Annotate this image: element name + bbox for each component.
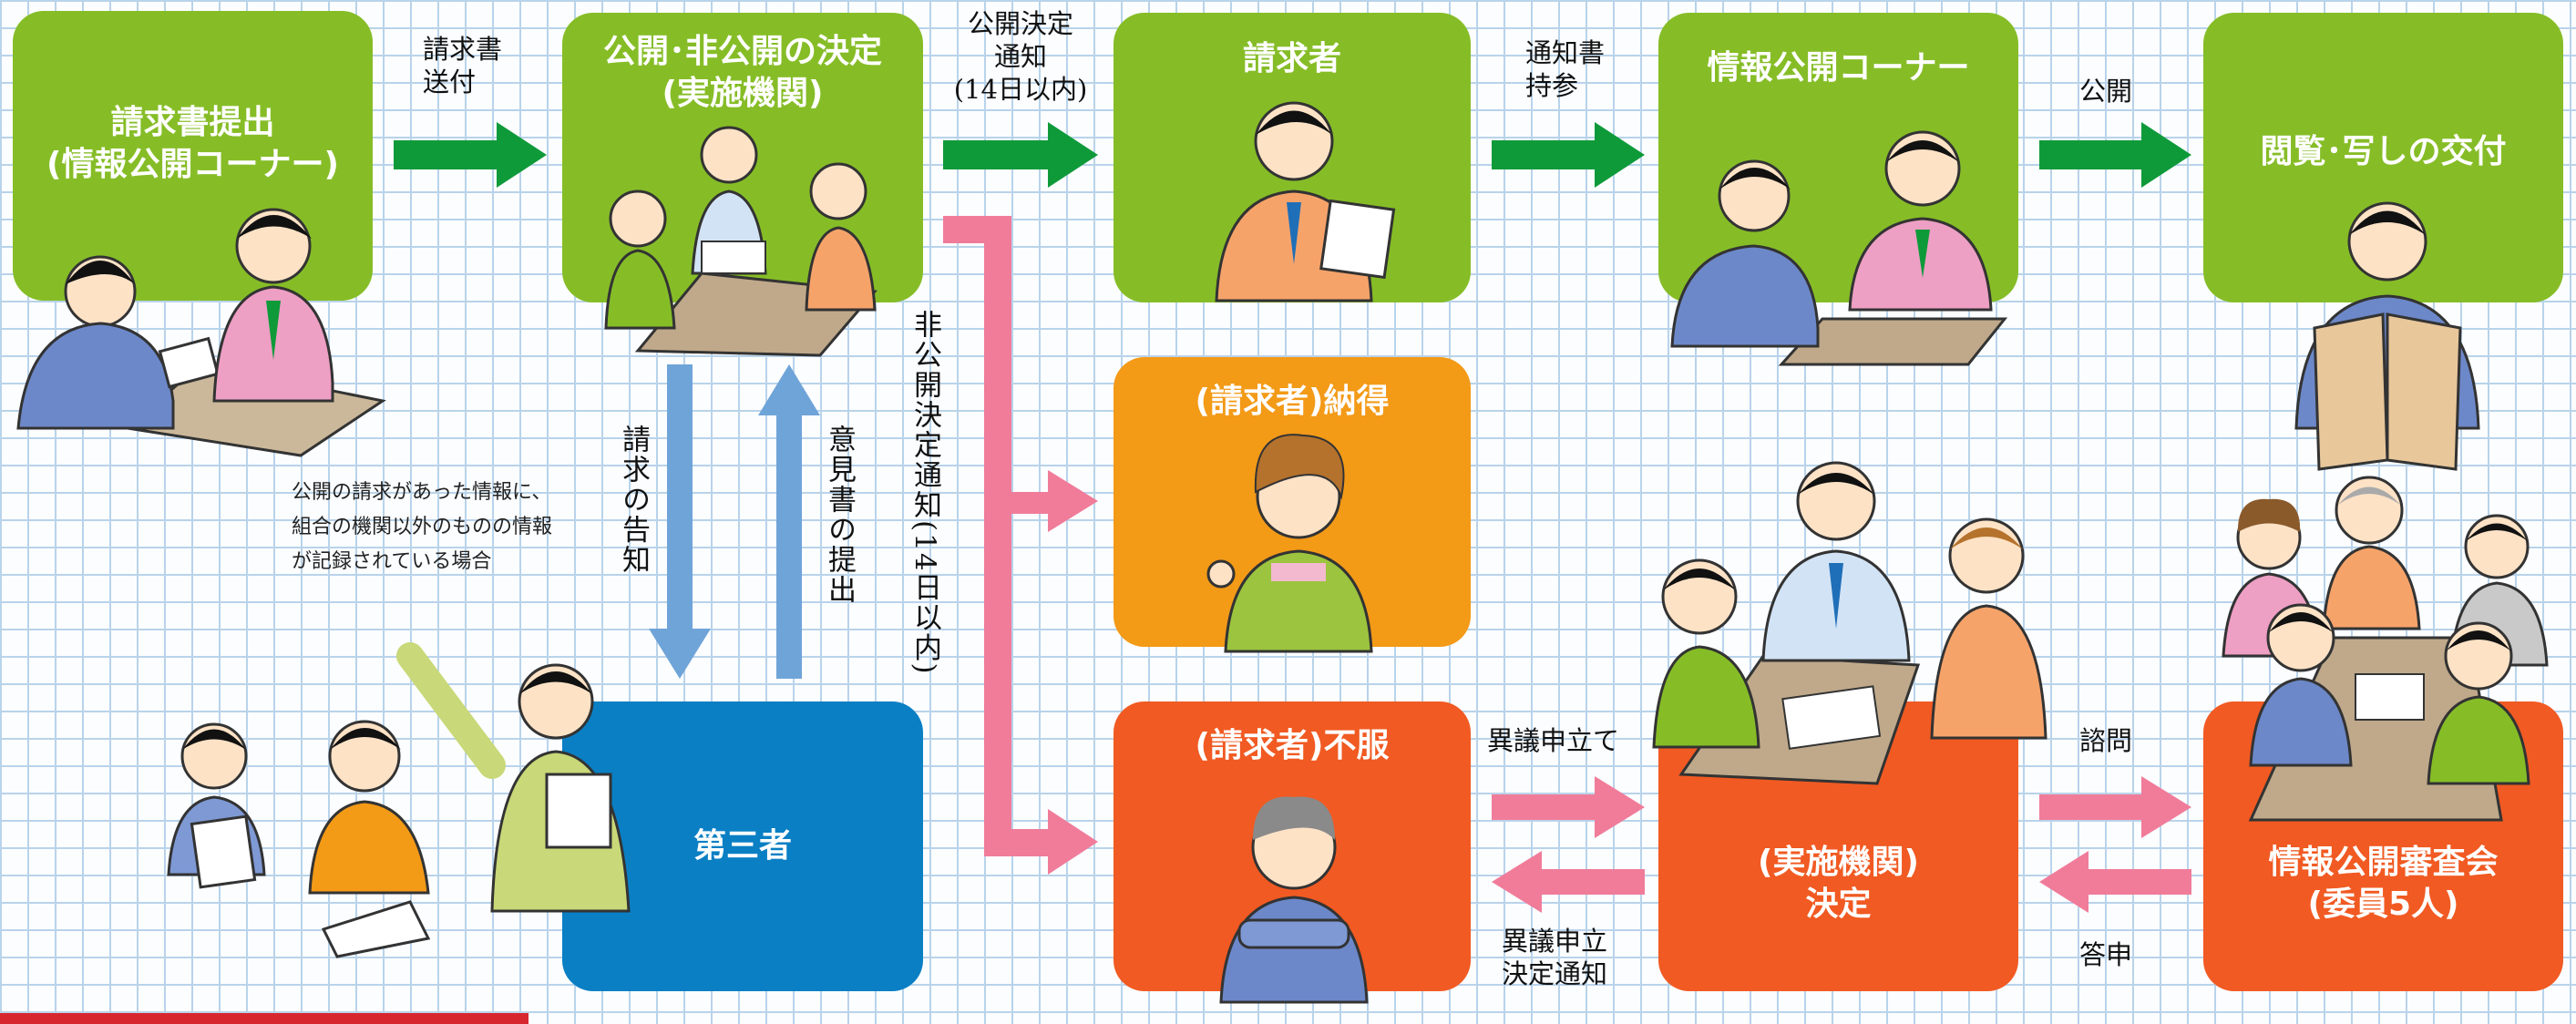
label-report: 答申 — [2079, 939, 2133, 970]
person-corner-icon — [1670, 130, 2008, 366]
box-review-council-title: 情報公開審査会 (委員5人) — [2268, 844, 2499, 923]
box-request-submission-title: 請求書提出 (情報公開コーナー) — [46, 104, 339, 183]
arrow-bring-notice — [1492, 122, 1645, 188]
arrow-submit-opinion — [758, 364, 820, 679]
arrow-disclosure-notice — [943, 122, 1098, 188]
label-send-request: 請求書 送付 — [423, 34, 503, 97]
person-submitter-icon — [16, 255, 386, 457]
label-disclosure-notice: 公開決定 通知 (14日以内) — [953, 8, 1088, 105]
label-bring-notice: 通知書 持参 — [1525, 37, 1606, 101]
box-request-submission: 請求書提出 (情報公開コーナー) — [13, 11, 373, 301]
arrow-to-dissatisfied — [984, 809, 1098, 875]
label-notify-request: 請求の告知 — [617, 425, 650, 575]
box-agency-decision-title: (実施機関) 決定 — [1758, 844, 1919, 923]
label-nondisclosure-notice: 非公開決定通知(14日以内) — [908, 310, 941, 676]
box-viewing-copy: 閲覧･写しの交付 — [2203, 13, 2563, 302]
arrow-notify-request — [649, 364, 711, 679]
box-requester-title: 請求者 — [1242, 40, 1341, 77]
person-requester-icon — [1215, 101, 1396, 302]
arrow-objection-decision — [1492, 851, 1645, 913]
box-info-corner-title: 情報公開コーナー — [1707, 49, 1970, 87]
person-clerk-icon — [212, 208, 334, 403]
box-disclosure-decision-title: 公開･非公開の決定 (実施機関) — [602, 33, 882, 112]
arrow-disclose — [2039, 122, 2191, 188]
label-disclose: 公開 — [2079, 76, 2133, 107]
meeting-decision-icon — [604, 126, 877, 357]
arrow-consult — [2039, 776, 2191, 838]
people-third-party-icon — [167, 642, 631, 958]
label-consult: 諮問 — [2079, 725, 2133, 756]
person-satisfied-icon — [1206, 434, 1373, 653]
arrow-objection — [1492, 776, 1645, 838]
box-requester-satisfied-title: (請求者)納得 — [1195, 383, 1390, 420]
person-dissatisfied-icon — [1219, 796, 1369, 1004]
bottom-strip — [0, 1013, 529, 1024]
label-submit-opinion: 意見書の提出 — [823, 425, 856, 605]
arrow-to-satisfied — [984, 470, 1098, 532]
box-viewing-copy-title: 閲覧･写しの交付 — [2260, 133, 2507, 170]
box-third-party-title: 第三者 — [693, 827, 792, 865]
meeting-agency-icon — [1652, 461, 2047, 785]
person-reader-icon — [2294, 201, 2480, 471]
arrow-nondisclosure-branch — [943, 216, 1011, 842]
arrow-send-request — [394, 122, 547, 188]
note-third-party-info: 公開の請求があった情報に、 組合の機関以外のものの情報 が記録されている場合 — [292, 481, 553, 573]
label-objection-decision: 異議申立 決定通知 — [1502, 926, 1608, 989]
label-objection: 異議申立て — [1487, 725, 1620, 756]
arrow-report — [2039, 851, 2191, 913]
box-requester-dissatisfied-title: (請求者)不服 — [1195, 727, 1390, 764]
meeting-council-icon — [2222, 476, 2549, 822]
